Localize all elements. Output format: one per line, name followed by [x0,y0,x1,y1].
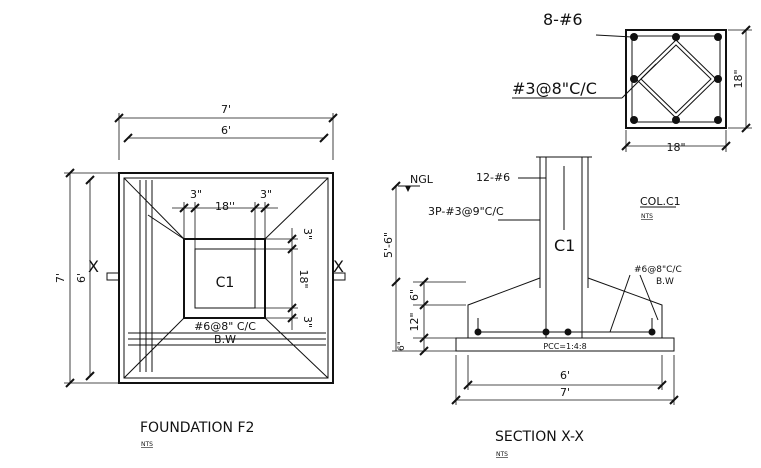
pedestal-outline [183,238,266,319]
plan-outer-height: 7' [54,273,67,283]
plan-offset-left: 3" [190,188,202,201]
section-ties-label: 3P-#3@9"C/C [428,205,504,218]
section-inner-width: 6' [560,369,570,382]
plan-section-mark-right: X [333,257,344,276]
column-section-outline [625,29,727,129]
column-bars-label: 8-#6 [543,10,583,29]
plan-inner-height: 6' [75,273,88,283]
section-bars-label: 12-#6 [476,171,510,184]
plan-column-label: C1 [216,275,235,291]
column-height-dim: 18" [732,69,745,88]
plan-rebar-label: #6@8" C/C [194,320,256,333]
plan-offset-bottom: 3" [301,316,314,328]
section-scale: NTS [496,451,508,458]
column-detail: 8-#6 #3@8"C/C 18" 18" COL.C1 NTS [512,10,752,220]
plan-inner-width: 6' [221,124,231,137]
section-footing-thickness: 12" [408,312,421,331]
section-outer-width: 7' [560,386,570,399]
plan-offset-right: 3" [260,188,272,201]
section-pcc-thickness: 6" [397,341,407,351]
section-pedestal-height: 6" [408,289,421,301]
column-scale: NTS [641,213,653,220]
section-marker-right [332,272,346,281]
column-title: COL.C1 [640,195,681,208]
section-rebar-sub: B.W [656,277,674,287]
column-outline [194,248,256,309]
foundation-plan: 7' 6' 7' 6' 3" 18'' 3" [54,103,346,448]
plan-section-mark-left: X [88,257,99,276]
section-rebar-label: #6@8"C/C [634,265,682,275]
section-column-label: C1 [554,236,575,255]
section-pcc-label: PCC=1:4:8 [543,342,586,351]
plan-column-height: 18" [297,269,310,288]
plan-rebar-sub: B.W [214,333,236,346]
column-ties-label: #3@8"C/C [512,79,597,98]
diamond-tie [635,39,717,119]
section-xx: PCC=1:4:8 NGL 12-#6 3P-#3@9"C/C C1 5'-6"… [382,156,682,458]
plan-column-width: 18'' [215,200,235,213]
section-depth: 5'-6" [382,232,395,258]
plan-outer-width: 7' [221,103,231,116]
section-title: SECTION X-X [495,429,584,445]
column-width-dim: 18" [666,141,685,154]
plan-scale: NTS [141,441,153,448]
section-ngl: NGL [410,173,434,186]
plan-title: FOUNDATION F2 [140,420,254,436]
pcc-layer [455,337,675,352]
plan-offset-top: 3" [301,228,314,240]
footing-inner-outline [123,177,329,379]
section-marker-left [106,272,120,281]
